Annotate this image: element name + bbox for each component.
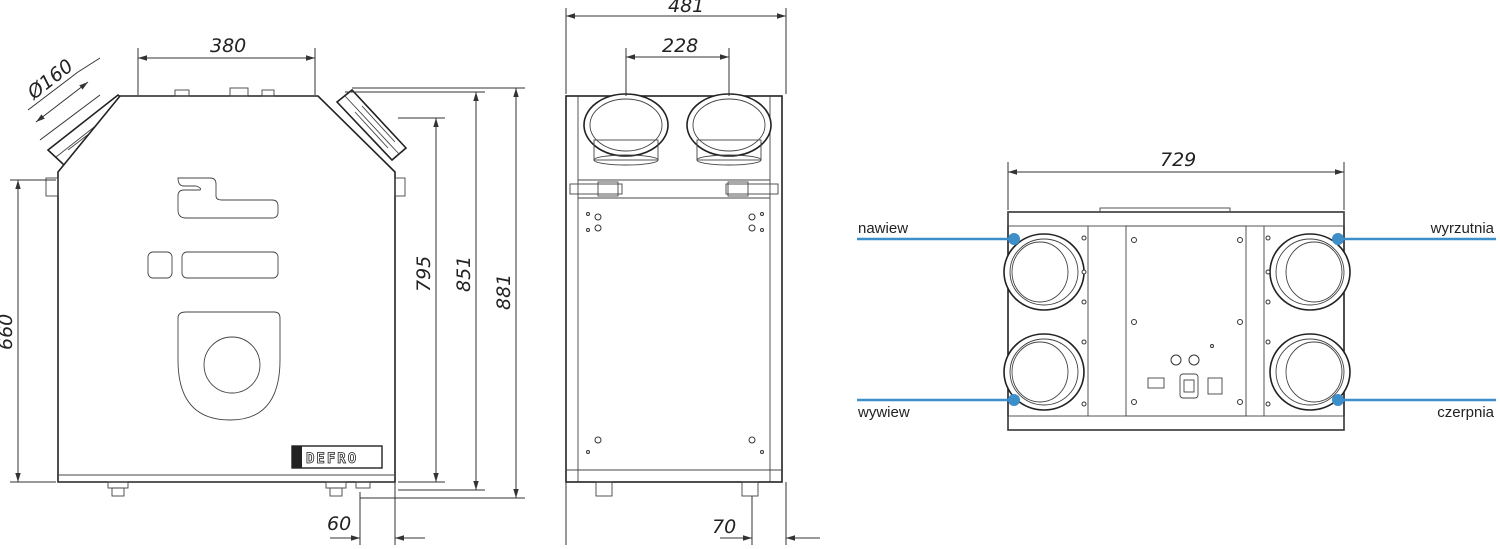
dim-881-label: 881: [493, 274, 515, 310]
dim-70-label: 70: [712, 516, 736, 538]
front-top-details: [45, 87, 406, 197]
port-label-czerpnia: czerpnia: [1437, 404, 1494, 421]
dim-660-label: 660: [0, 314, 17, 350]
port-label-wyrzutnia: wyrzutnia: [1430, 220, 1495, 237]
front-view: DEFRO 380 Ø160 660 795: [0, 35, 525, 545]
dim-729-label: 729: [1160, 149, 1196, 171]
bottom-duct-bottom-left: [1003, 333, 1085, 411]
port-callout-wywiew: wywiew: [857, 394, 1020, 421]
side-mount-holes: [586, 212, 764, 454]
bottom-duct-top-right: [1269, 233, 1351, 311]
bottom-panel-details: [1081, 235, 1271, 407]
port-callout-czerpnia: czerpnia: [1332, 394, 1496, 421]
bottom-duct-bottom-right: [1269, 333, 1351, 411]
front-feet: [107, 481, 371, 497]
brand-badge: DEFRO: [291, 445, 383, 469]
dim-380-label: 380: [210, 35, 246, 57]
front-right-duct: [335, 88, 408, 162]
side-view: 481 228 70: [565, 0, 820, 545]
front-housing: [57, 95, 396, 483]
dim-diameter-label: Ø160: [23, 55, 78, 104]
port-callout-wyrzutnia: wyrzutnia: [1332, 220, 1496, 245]
dim-851-label: 851: [453, 256, 475, 292]
dim-481-label: 481: [668, 0, 704, 17]
dim-60-label: 60: [327, 513, 351, 535]
air-logo-outline: [147, 177, 281, 421]
dim-795-label: 795: [413, 256, 435, 292]
side-housing: [565, 95, 783, 483]
bottom-duct-top-left: [1003, 233, 1085, 311]
port-label-wywiew: wywiew: [857, 404, 910, 421]
brand-text: DEFRO: [306, 451, 358, 467]
bottom-view: 729 nawiew wyrzutnia wywiew czerpnia: [857, 149, 1496, 431]
port-label-nawiew: nawiew: [858, 220, 908, 237]
dim-228-label: 228: [662, 35, 698, 57]
port-callout-nawiew: nawiew: [857, 220, 1020, 245]
